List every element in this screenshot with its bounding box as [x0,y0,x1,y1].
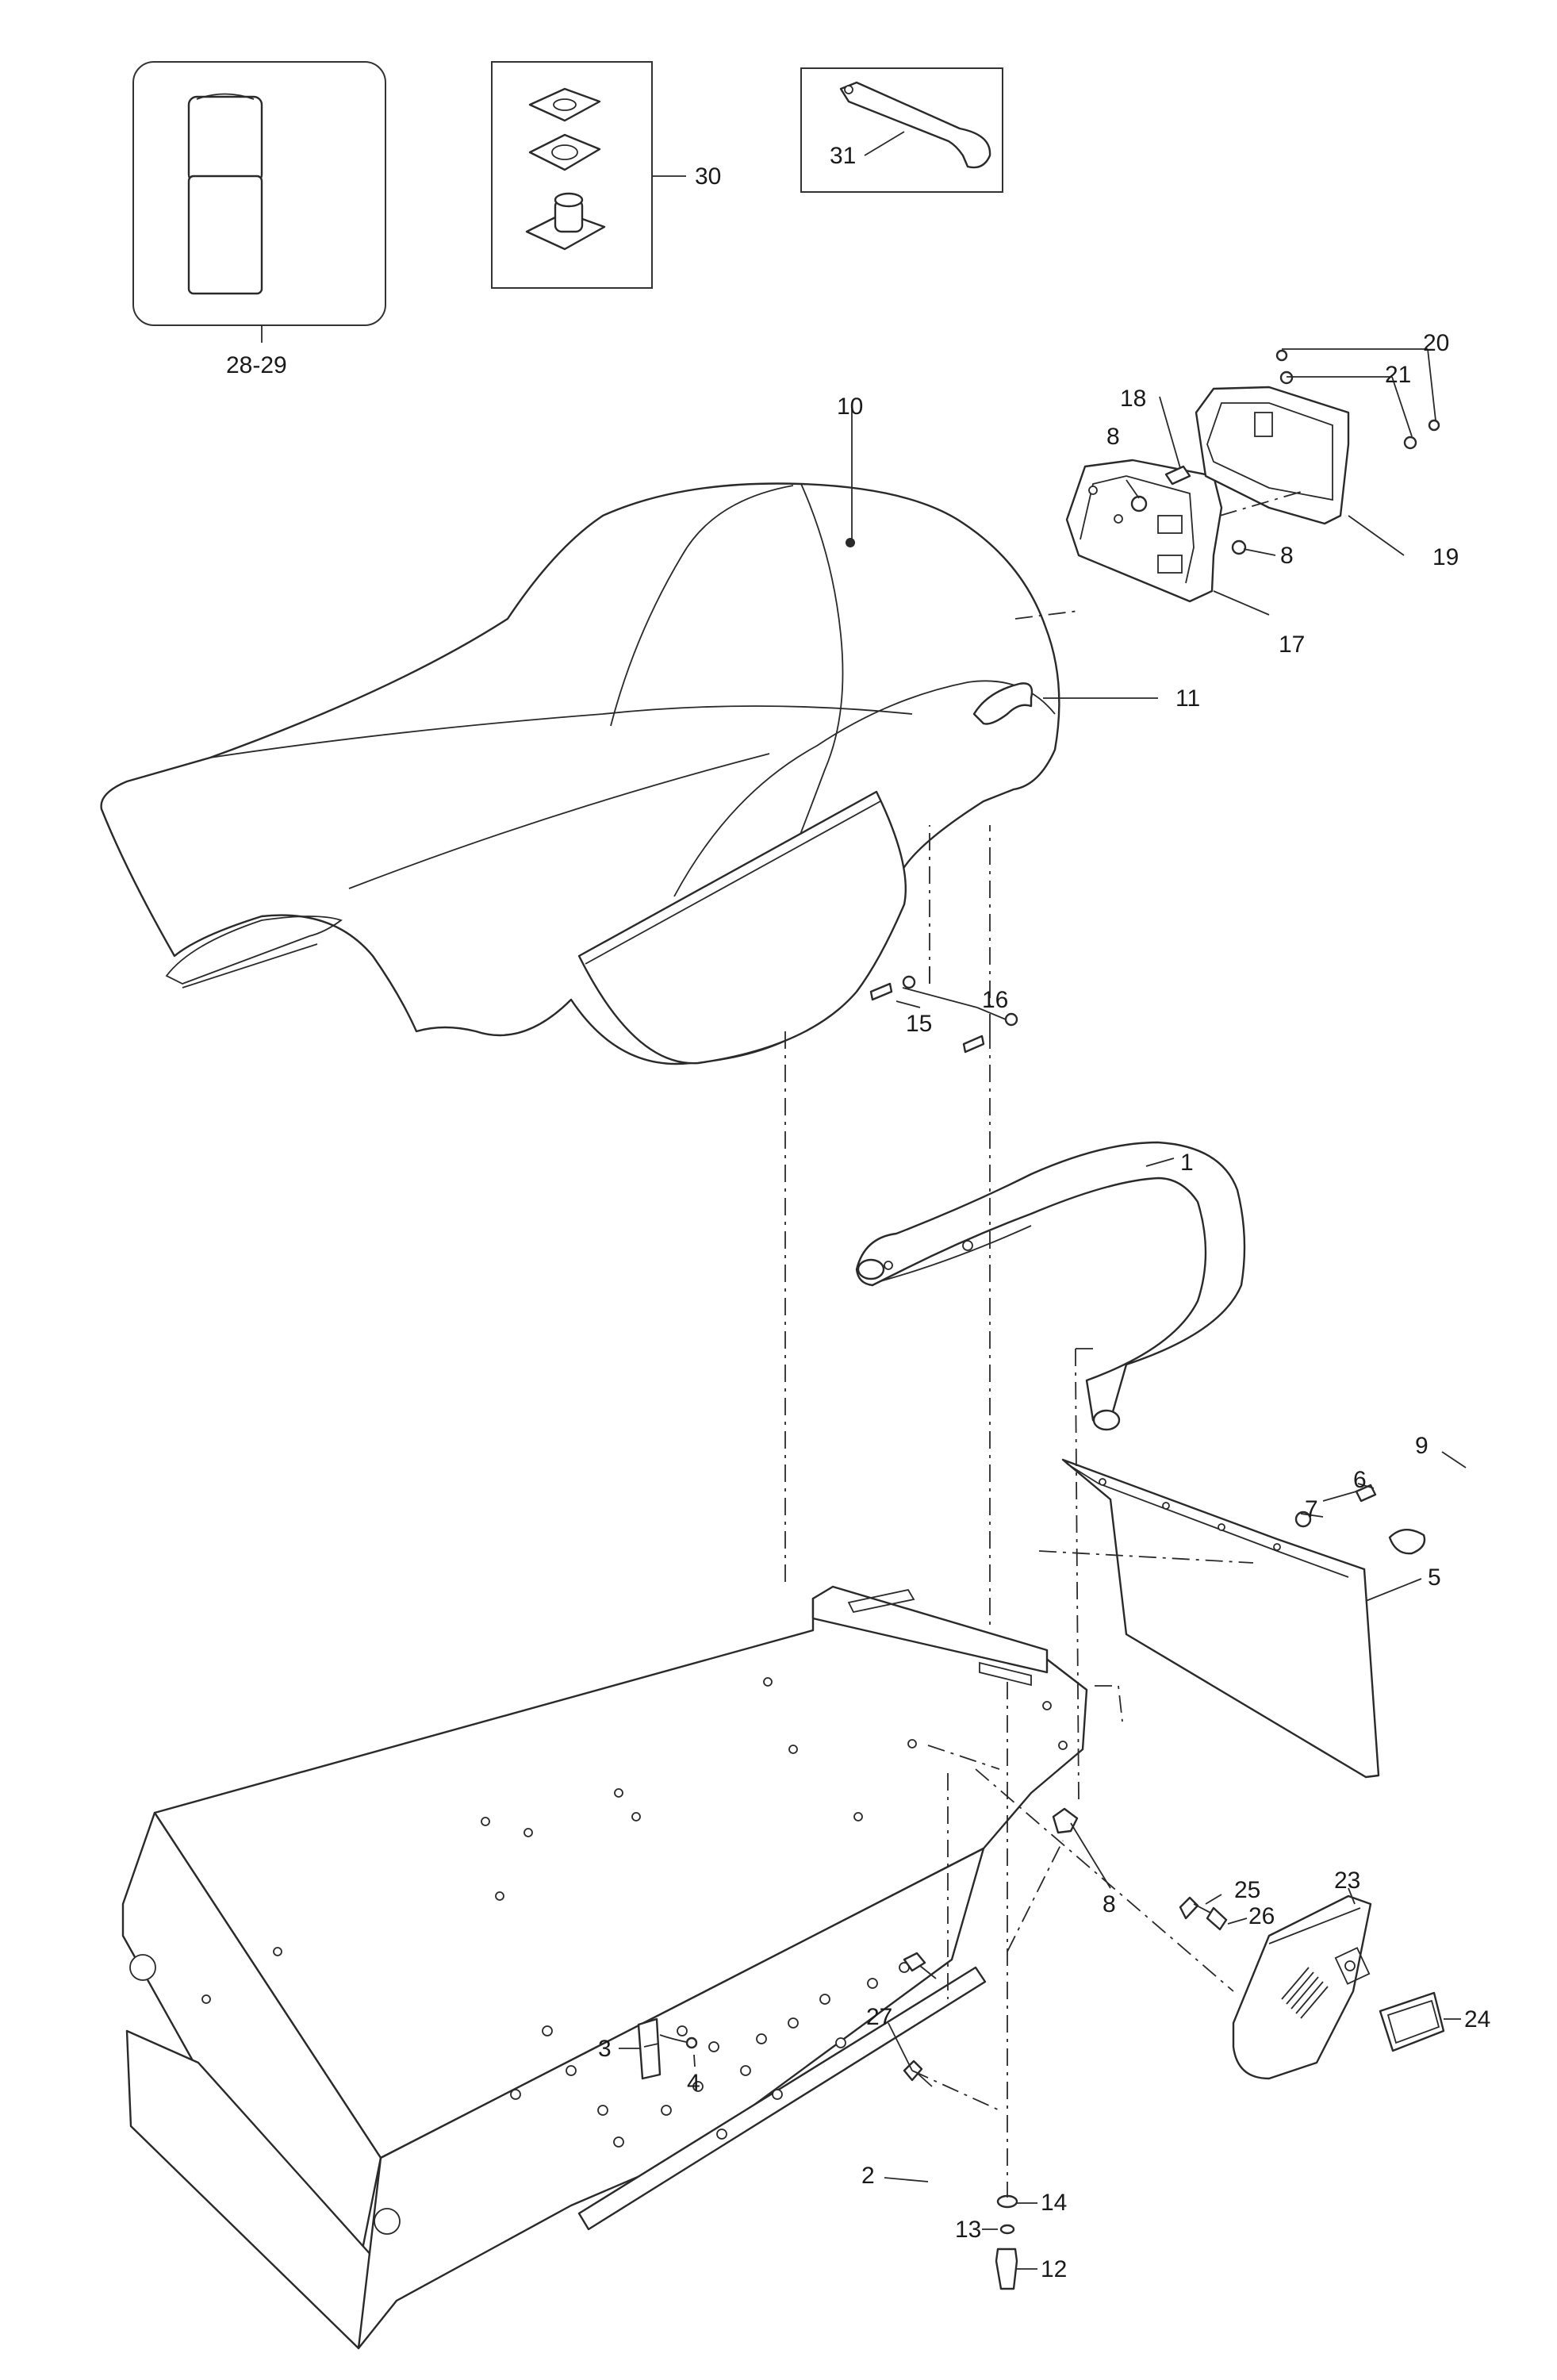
callout-8: 8 [1106,424,1120,450]
callout-3: 3 [598,2036,612,2062]
callout-18: 18 [1120,386,1146,412]
callout-8: 8 [1280,543,1294,569]
alignment-lines [784,825,1254,2198]
callout-31: 31 [830,143,856,169]
callout-9: 9 [1415,1433,1429,1459]
callout-4: 4 [687,2070,700,2096]
callout-16: 16 [982,987,1008,1013]
tunnel-hardware [903,1807,1228,2290]
callout-12: 12 [1041,2256,1067,2282]
callout-6: 6 [1353,1467,1367,1493]
tail-light-hardware [1014,349,1440,620]
grab-handle [855,1141,1246,1431]
tail-light-lens [1195,386,1350,525]
callout-24: 24 [1464,2006,1490,2033]
callout-20: 20 [1423,330,1449,356]
callout-10: 10 [837,393,863,420]
callout-28-29: 28-29 [226,352,287,378]
callout-11: 11 [1175,685,1200,712]
callout-19: 19 [1432,544,1459,570]
inset-seat-foam [132,61,386,343]
callout-23: 23 [1334,1868,1360,1894]
inset-spanner-wrench [800,67,1003,193]
callout-5: 5 [1428,1564,1441,1591]
leader-lines [619,348,1467,2270]
callout-14: 14 [1041,2190,1067,2216]
seat [100,482,1060,1065]
callout-2: 2 [861,2163,875,2189]
inset-latch-kit [491,61,686,289]
seat-fasteners [869,964,1018,1054]
callout-15: 15 [906,1011,932,1037]
callout-13: 13 [955,2217,981,2243]
flap-hardware [1294,1484,1426,1555]
callout-7: 7 [1305,1496,1318,1522]
rear-tunnel [121,1585,1088,2350]
callout-21: 21 [1385,362,1411,388]
callout-8: 8 [1103,1891,1116,1917]
callout-17: 17 [1279,631,1305,658]
callout-30: 30 [695,163,721,190]
hitch-cover [1232,1894,1445,2080]
callout-1: 1 [1180,1150,1194,1176]
callout-25: 25 [1234,1877,1260,1903]
snow-flap [1061,1458,1380,1779]
tunnel-bracket [637,2017,698,2080]
callout-labels: 28-29 30 31 10 18 8 20 21 8 19 17 11 16 … [226,143,1490,2282]
tail-light-base [1065,459,1223,603]
callout-27: 27 [866,2004,892,2030]
callout-26: 26 [1248,1903,1275,1929]
